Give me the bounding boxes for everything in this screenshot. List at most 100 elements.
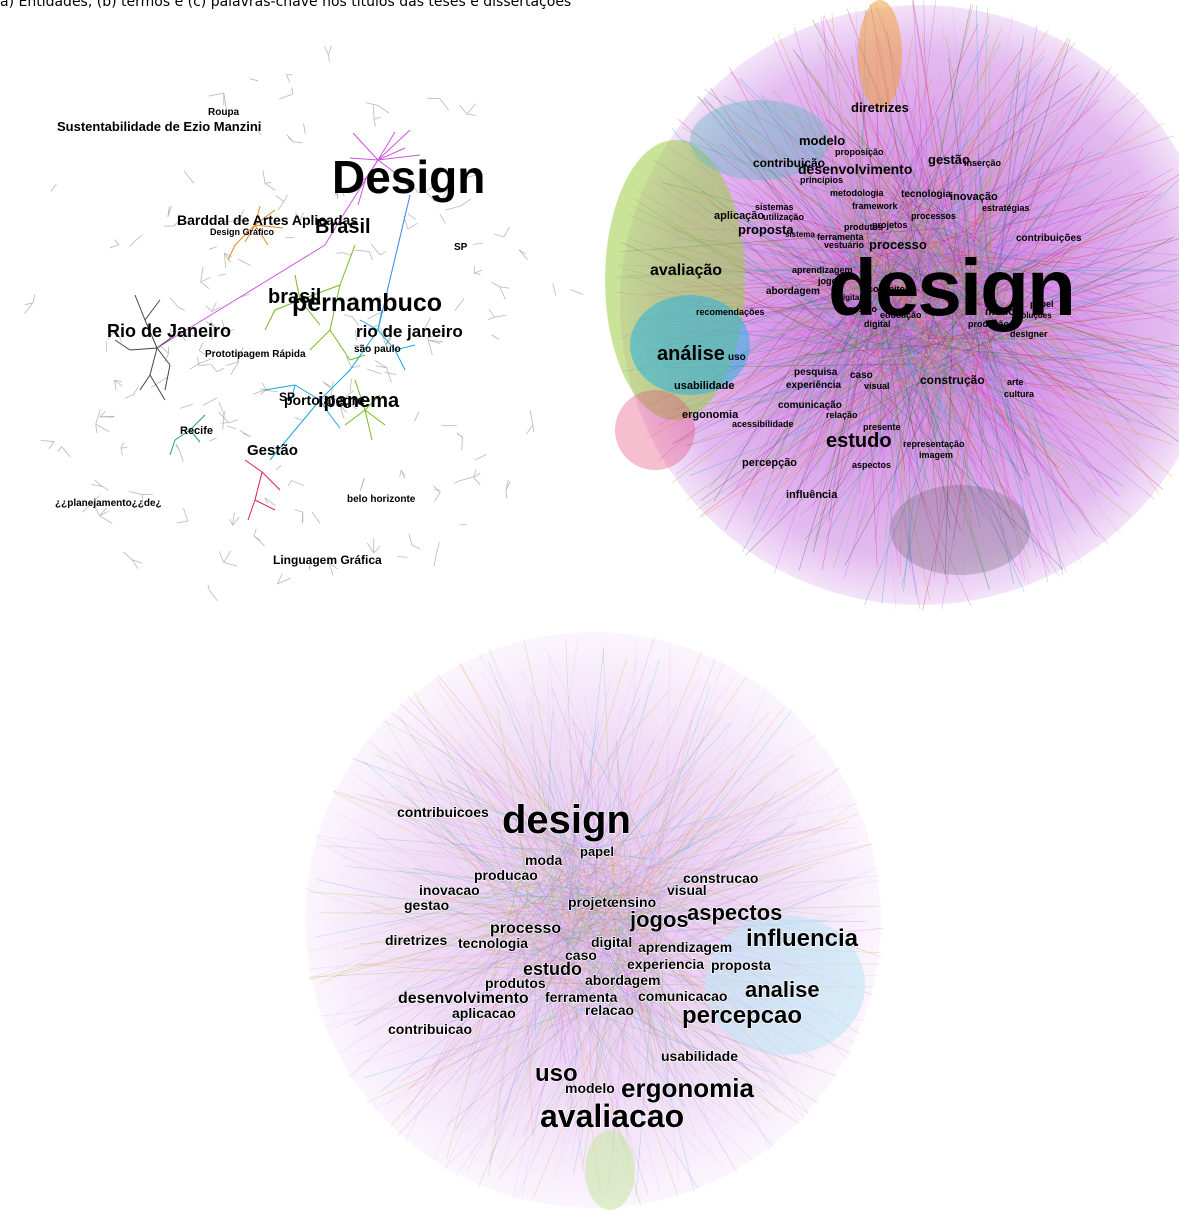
term-edge: [847, 364, 1055, 427]
term-edge: [866, 250, 1046, 429]
background-edge: [400, 470, 405, 479]
term-edge: [933, 265, 1031, 478]
term-edge: [908, 365, 958, 499]
keyword-edge: [310, 833, 637, 968]
keyword-edge: [308, 833, 535, 870]
keyword-edge: [567, 730, 585, 929]
background-edge: [460, 198, 472, 207]
term-edge: [938, 281, 1073, 457]
keyword-construcao: construcao: [683, 870, 758, 886]
keyword-edge: [643, 784, 673, 902]
term-edge: [960, 371, 1179, 414]
background-edge: [494, 234, 505, 238]
keyword-edge: [373, 753, 630, 874]
keyword-edge: [482, 635, 611, 911]
node-label-design-grafico: Design Gráfico: [210, 227, 275, 237]
background-edge: [366, 542, 374, 554]
term-edge: [725, 241, 932, 342]
term-edge: [908, 334, 1042, 347]
keyword-edge: [586, 944, 596, 1026]
keyword-edge: [481, 670, 657, 974]
background-edge: [223, 253, 227, 269]
keyword-edge: [549, 815, 733, 860]
term-edge: [850, 185, 983, 313]
term-edge: [922, 178, 966, 235]
term-edge: [891, 150, 1093, 328]
term-edge: [772, 255, 932, 362]
keyword-edge: [625, 848, 631, 1022]
term-edge: [959, 242, 1036, 265]
background-edge: [462, 174, 478, 179]
keyword-edge: [564, 862, 883, 994]
term-edge: [881, 296, 1031, 338]
keyword-edge: [394, 794, 651, 863]
keyword-edge: [629, 891, 843, 918]
term-edge: [855, 90, 1158, 235]
keyword-edge: [534, 864, 579, 1057]
keyword-edge: [393, 750, 585, 977]
keyword-edge: [549, 881, 579, 1058]
term-edge: [860, 325, 1169, 399]
term-edge: [860, 287, 967, 427]
keyword-edge: [538, 919, 664, 1031]
background-edge: [351, 365, 361, 369]
background-edge: [120, 446, 128, 449]
keyword-edge: [658, 910, 670, 1098]
keyword-edge: [427, 890, 655, 972]
term-edge: [914, 156, 1100, 232]
term-edge: [917, 298, 1050, 573]
keyword-edge: [546, 966, 631, 1157]
keyword-edge: [407, 680, 538, 910]
term-edge: [681, 139, 984, 249]
term-edge: [928, 348, 1161, 431]
keyword-edge: [572, 863, 751, 941]
term-edge: [878, 274, 948, 472]
background-edge: [211, 326, 215, 341]
term-edge: [777, 263, 956, 519]
term-edge: [847, 121, 998, 307]
term-edge: [857, 369, 862, 407]
keyword-edge: [490, 844, 592, 987]
keyword-edge: [531, 987, 542, 1051]
keyword-edge: [523, 910, 621, 1135]
term-edge: [905, 341, 968, 503]
background-edge: [474, 269, 483, 274]
keyword-edge: [549, 803, 570, 954]
term-edge: [933, 103, 961, 257]
keyword-edge: [566, 904, 781, 1114]
term-edge: [807, 9, 983, 329]
term-edge: [847, 272, 1095, 378]
keyword-edge: [385, 866, 592, 927]
background-edge: [283, 194, 288, 202]
background-edge: [264, 182, 272, 184]
background-edge: [330, 381, 334, 397]
background-edge: [308, 556, 312, 570]
background-edge: [199, 350, 205, 355]
keyword-edge: [596, 842, 756, 929]
term-edge: [750, 148, 998, 358]
keyword-edge: [559, 848, 655, 1064]
keyword-edge: [349, 756, 604, 853]
keyword-edge: [538, 698, 641, 902]
term-edge: [762, 329, 966, 502]
term-edge: [657, 361, 970, 412]
term-edge: [788, 280, 855, 305]
term-edge: [728, 373, 943, 408]
term-edge: [964, 285, 1041, 515]
background-edge: [454, 298, 465, 311]
keyword-usabilidade: usabilidade: [661, 1048, 738, 1064]
term-edge: [771, 90, 958, 269]
term-edge: [968, 343, 996, 437]
term-edge: [744, 254, 910, 416]
term-edge: [935, 291, 981, 492]
background-edge: [209, 437, 217, 442]
keyword-edge: [569, 862, 578, 1039]
term-edge: [783, 285, 939, 400]
term-edge: [921, 342, 1015, 529]
term-edge: [804, 228, 883, 317]
background-edge: [256, 130, 262, 136]
keyword-edge: [487, 956, 529, 1126]
keyword-edge: [554, 813, 624, 986]
keyword-edge: [541, 959, 628, 1119]
term-edge: [763, 374, 855, 462]
